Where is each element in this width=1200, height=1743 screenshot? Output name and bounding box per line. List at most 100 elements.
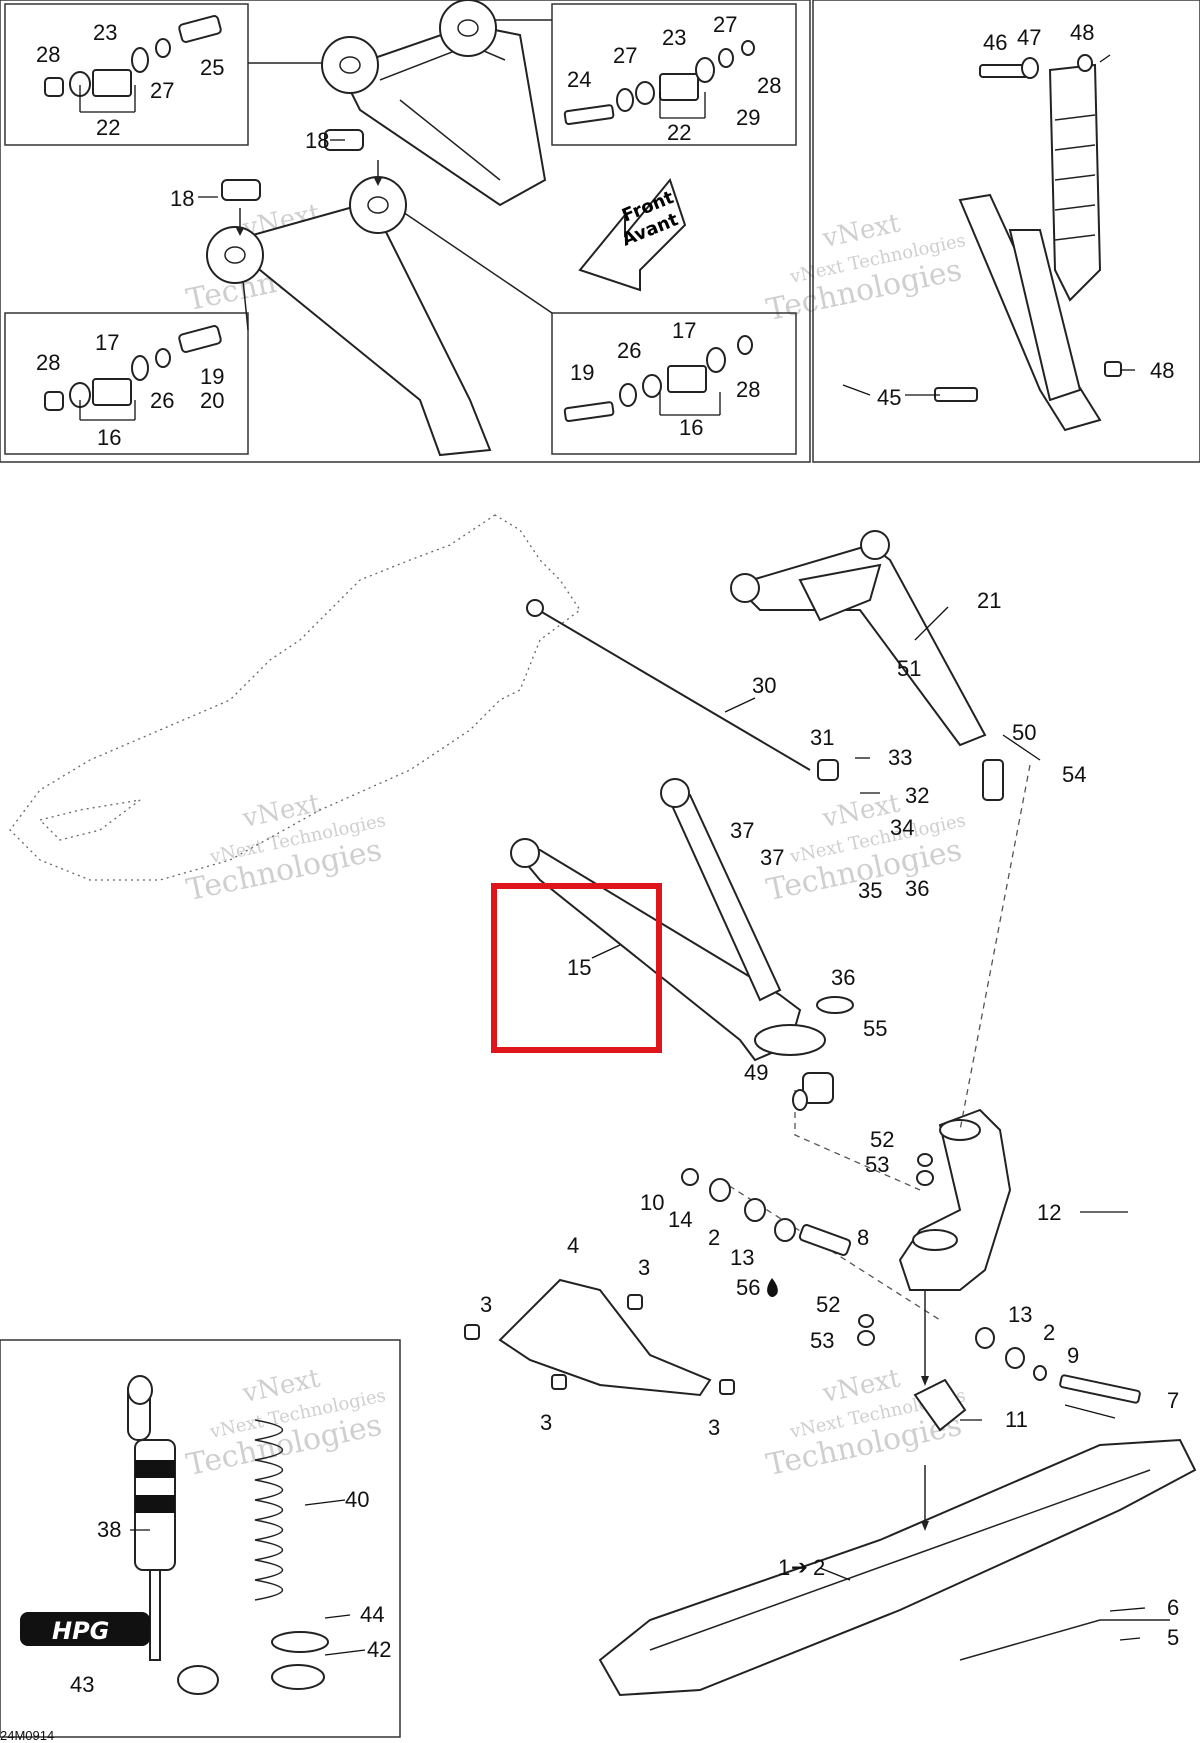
callouts: 28 23 27 25 22 24 27 23 27 28 29 22 18 1… xyxy=(36,12,1179,1697)
callout-37: 37 xyxy=(730,818,754,843)
inset-hardware xyxy=(44,15,755,423)
callout-37: 37 xyxy=(760,845,784,870)
callout-17: 17 xyxy=(672,318,696,343)
diagram-code: 24M0914 xyxy=(0,1728,54,1743)
left-top-panel xyxy=(0,0,811,463)
callout-36: 36 xyxy=(831,965,855,990)
callout-46: 46 xyxy=(983,30,1007,55)
sway-bar-link xyxy=(534,607,811,771)
highlight-box xyxy=(491,883,662,1053)
callout-2: 2 xyxy=(1043,1320,1055,1345)
callout-18: 18 xyxy=(170,186,194,211)
callout-34: 34 xyxy=(890,815,914,840)
callout-12: 12 xyxy=(1037,1200,1061,1225)
callout-21: 21 xyxy=(977,588,1001,613)
callout-5: 5 xyxy=(1167,1625,1179,1650)
callout-51: 51 xyxy=(897,656,921,681)
callout-33: 33 xyxy=(888,745,912,770)
callout-56: 56 xyxy=(736,1275,760,1300)
callout-27: 27 xyxy=(150,78,174,103)
inset-box-top-left xyxy=(4,3,249,146)
leader-lines xyxy=(79,54,1146,1656)
right-top-panel xyxy=(812,0,1200,463)
inset-box-bottom-right xyxy=(551,312,797,455)
chassis-outline xyxy=(9,514,581,881)
callout-26: 26 xyxy=(617,338,641,363)
callout-3: 3 xyxy=(708,1415,720,1440)
callout-32: 32 xyxy=(905,783,929,808)
callout-10: 10 xyxy=(640,1190,664,1215)
callout-53: 53 xyxy=(865,1152,889,1177)
callout-16: 16 xyxy=(679,415,703,440)
callout-22: 22 xyxy=(96,115,120,140)
callout-49: 49 xyxy=(744,1060,768,1085)
lubricant-drop-icon xyxy=(767,1278,778,1297)
callout-50: 50 xyxy=(1012,720,1036,745)
callout-18: 18 xyxy=(305,128,329,153)
shock-absorber-assembly xyxy=(127,1375,329,1695)
callout-15: 15 xyxy=(567,955,591,980)
shock-detail-top-right xyxy=(934,54,1122,432)
callout-29: 29 xyxy=(736,105,760,130)
callout-28: 28 xyxy=(757,73,781,98)
callout-3: 3 xyxy=(540,1410,552,1435)
arrow-right-icon: ➔ xyxy=(791,1555,808,1579)
callout-25: 25 xyxy=(200,55,224,80)
callout-45: 45 xyxy=(877,385,901,410)
callout-27: 27 xyxy=(713,12,737,37)
inset-box-bottom-left xyxy=(4,312,249,455)
callout-13: 13 xyxy=(730,1245,754,1270)
callout-14: 14 xyxy=(668,1207,692,1232)
callout-48: 48 xyxy=(1070,20,1094,45)
callout-38: 38 xyxy=(97,1517,121,1542)
top-panels xyxy=(0,0,1200,463)
callout-16: 16 xyxy=(97,425,121,450)
callout-6: 6 xyxy=(1167,1595,1179,1620)
callout-42: 42 xyxy=(367,1637,391,1662)
main-lower-a-arm xyxy=(510,778,854,1062)
lower-a-arm-detail xyxy=(206,160,492,457)
callout-36: 36 xyxy=(905,876,929,901)
spindle-and-ski-mount xyxy=(498,1108,1197,1697)
callout-27: 27 xyxy=(613,43,637,68)
callout-23: 23 xyxy=(93,20,117,45)
callout-44: 44 xyxy=(360,1602,384,1627)
callout-28: 28 xyxy=(36,350,60,375)
callout-2: 2 xyxy=(708,1225,720,1250)
callout-3: 3 xyxy=(638,1255,650,1280)
callout-13: 13 xyxy=(1008,1302,1032,1327)
callout-28: 28 xyxy=(736,377,760,402)
hpg-logo: HPG xyxy=(20,1612,150,1646)
hpg-logo-text: HPG xyxy=(52,1617,109,1645)
callout-17: 17 xyxy=(95,330,119,355)
shock-inset-frame xyxy=(0,1339,401,1738)
callout-2: 2 xyxy=(813,1555,825,1580)
callout-31: 31 xyxy=(810,725,834,750)
callout-30: 30 xyxy=(752,673,776,698)
callout-52: 52 xyxy=(870,1127,894,1152)
callout-11: 11 xyxy=(1005,1407,1028,1432)
main-upper-a-arm xyxy=(730,530,987,747)
callout-48: 48 xyxy=(1150,358,1174,383)
callout-28: 28 xyxy=(36,42,60,67)
callout-26: 26 xyxy=(150,388,174,413)
front-direction-arrow: Front Avant xyxy=(578,177,687,292)
callout-4: 4 xyxy=(567,1233,579,1258)
callout-52: 52 xyxy=(816,1292,840,1317)
callout-40: 40 xyxy=(345,1487,369,1512)
callout-23: 23 xyxy=(662,25,686,50)
callout-35: 35 xyxy=(858,878,882,903)
upper-a-arm-detail xyxy=(321,0,547,207)
callout-7: 7 xyxy=(1167,1388,1179,1413)
callout-54: 54 xyxy=(1062,762,1086,787)
callout-1: 1 xyxy=(778,1555,790,1580)
callout-43: 43 xyxy=(70,1672,94,1697)
hardware-parts-main xyxy=(464,759,1141,1404)
callout-19: 19 xyxy=(200,364,224,389)
callout-22: 22 xyxy=(667,120,691,145)
inset-box-top-right xyxy=(551,3,797,146)
callout-3: 3 xyxy=(480,1292,492,1317)
callout-8: 8 xyxy=(857,1225,869,1250)
callout-53: 53 xyxy=(810,1328,834,1353)
